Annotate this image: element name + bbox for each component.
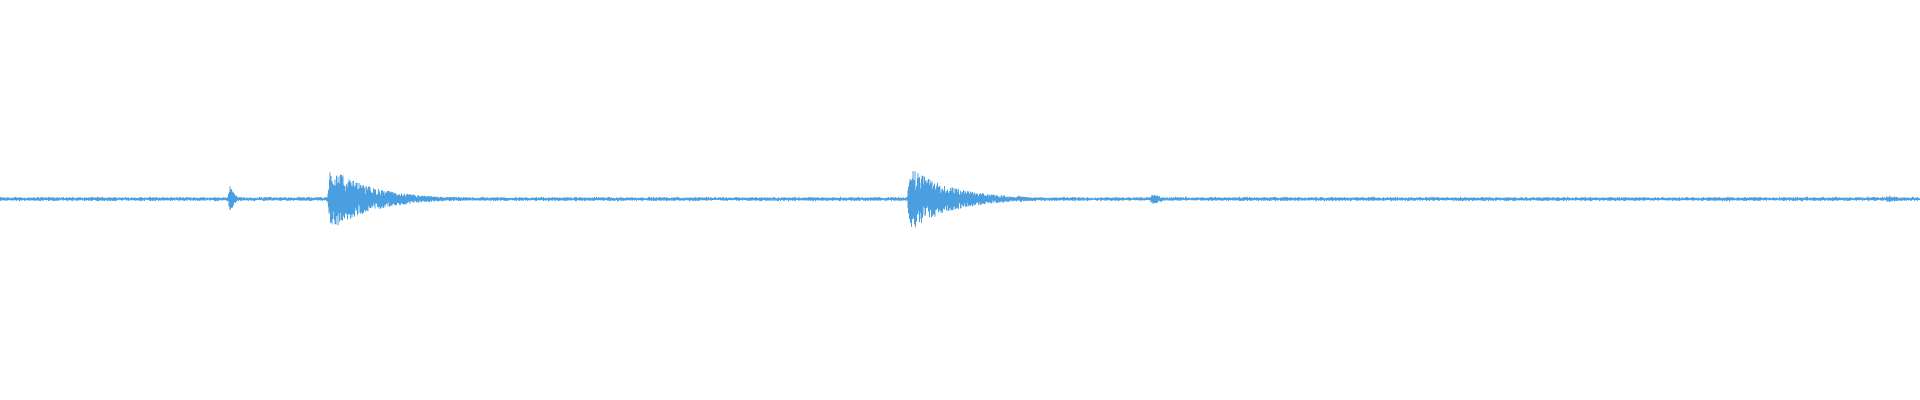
waveform-trace xyxy=(0,171,1920,228)
